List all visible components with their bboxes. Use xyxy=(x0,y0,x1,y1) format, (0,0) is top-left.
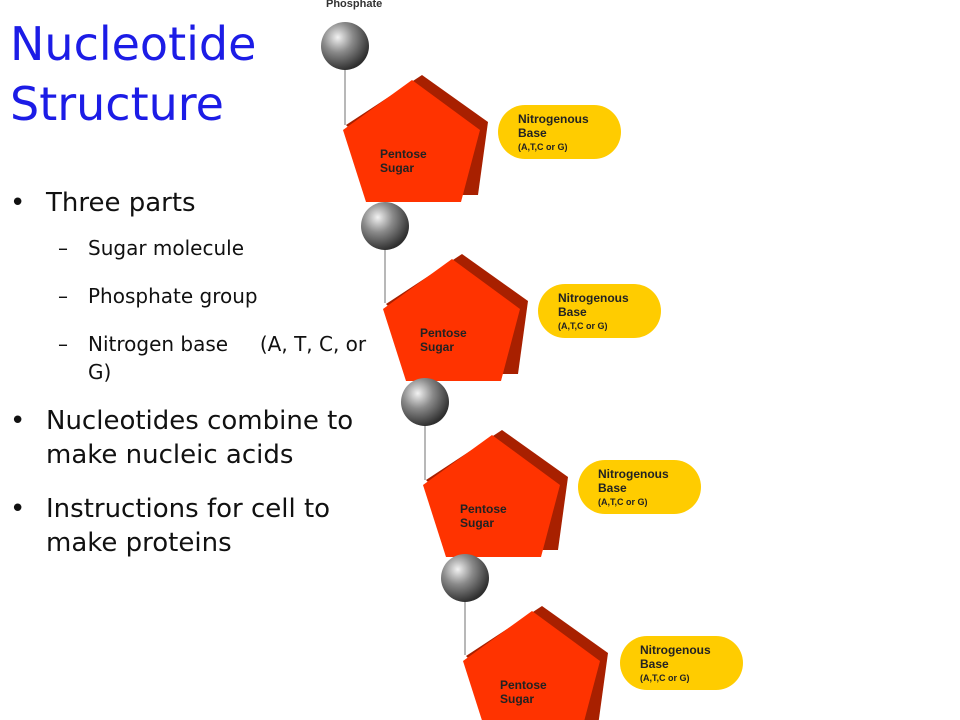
sub-bullet-nitrogen-base: – Nitrogen base (A, T, C, or G) xyxy=(10,330,370,386)
nucleotide-unit-3: Nitrogenous Base (A,T,C or G) Pentose Su… xyxy=(401,378,701,557)
sub-bullet-sugar: – Sugar molecule xyxy=(10,234,370,262)
nucleotide-unit-2: Nitrogenous Base (A,T,C or G) Pentose Su… xyxy=(361,202,661,381)
bullet-instructions: Instructions for cell to make proteins xyxy=(10,492,370,560)
pentose-sugar-shape xyxy=(383,259,520,381)
base-label: Nitrogenous xyxy=(558,291,629,305)
base-letters-label: (A,T,C or G) xyxy=(558,321,608,331)
base-label: Base xyxy=(518,126,547,140)
sugar-label: Sugar xyxy=(420,340,454,354)
phosphate-sphere xyxy=(401,378,449,426)
sugar-label: Sugar xyxy=(460,516,494,530)
nitrogenous-base-shape xyxy=(620,636,743,690)
slide-title-line-1: Nucleotide xyxy=(10,17,257,71)
sugar-label: Pentose xyxy=(460,502,507,516)
bullet-three-parts: Three parts xyxy=(10,186,370,220)
phosphate-label: Phosphate xyxy=(326,0,382,10)
sugar-label: Sugar xyxy=(380,161,414,175)
nucleotide-unit-1: Nitrogenous Base (A,T,C or G) Pentose Su… xyxy=(321,22,621,202)
sugar-label: Pentose xyxy=(380,147,427,161)
pentose-sugar-shape xyxy=(423,435,560,557)
sugar-label: Sugar xyxy=(500,692,534,706)
base-label: Base xyxy=(598,481,627,495)
sub-bullet-list: – Sugar molecule – Phosphate group – Nit… xyxy=(10,234,370,386)
sugar-label: Pentose xyxy=(500,678,547,692)
base-letters-label: (A,T,C or G) xyxy=(518,142,568,152)
sub-bullet-text: Sugar molecule xyxy=(88,236,245,260)
slide-title-line-2: Structure xyxy=(10,77,224,131)
nitrogenous-base-shape xyxy=(498,105,621,159)
sub-bullet-text: Nitrogen base (A, T, C, or G) xyxy=(88,332,373,384)
base-label: Nitrogenous xyxy=(518,112,589,126)
pentose-sugar-shape xyxy=(463,611,600,720)
bullet-list: Three parts – Sugar molecule – Phosphate… xyxy=(10,186,370,580)
slide-title: Nucleotide Structure xyxy=(10,14,256,134)
dash-marker: – xyxy=(58,284,68,308)
phosphate-sphere xyxy=(441,554,489,602)
base-label: Base xyxy=(640,657,669,671)
base-letters-label: (A,T,C or G) xyxy=(598,497,648,507)
dash-marker: – xyxy=(58,332,68,356)
phosphate-sphere xyxy=(321,22,369,70)
sub-bullet-phosphate: – Phosphate group xyxy=(10,282,370,310)
nitrogenous-base-shape xyxy=(538,284,661,338)
sugar-label: Pentose xyxy=(420,326,467,340)
base-label: Nitrogenous xyxy=(640,643,711,657)
sub-bullet-text: Phosphate group xyxy=(88,284,258,308)
base-letters-label: (A,T,C or G) xyxy=(640,673,690,683)
nitrogenous-base-shape xyxy=(578,460,701,514)
bullet-nucleotides-combine: Nucleotides combine to make nucleic acid… xyxy=(10,404,370,472)
backbone-lines xyxy=(344,66,466,655)
phosphate-sphere xyxy=(361,202,409,250)
nucleotide-unit-4: Nitrogenous Base (A,T,C or G) Pentose Su… xyxy=(441,554,743,720)
dash-marker: – xyxy=(58,236,68,260)
base-label: Nitrogenous xyxy=(598,467,669,481)
pentose-sugar-shape xyxy=(343,80,480,202)
base-label: Base xyxy=(558,305,587,319)
